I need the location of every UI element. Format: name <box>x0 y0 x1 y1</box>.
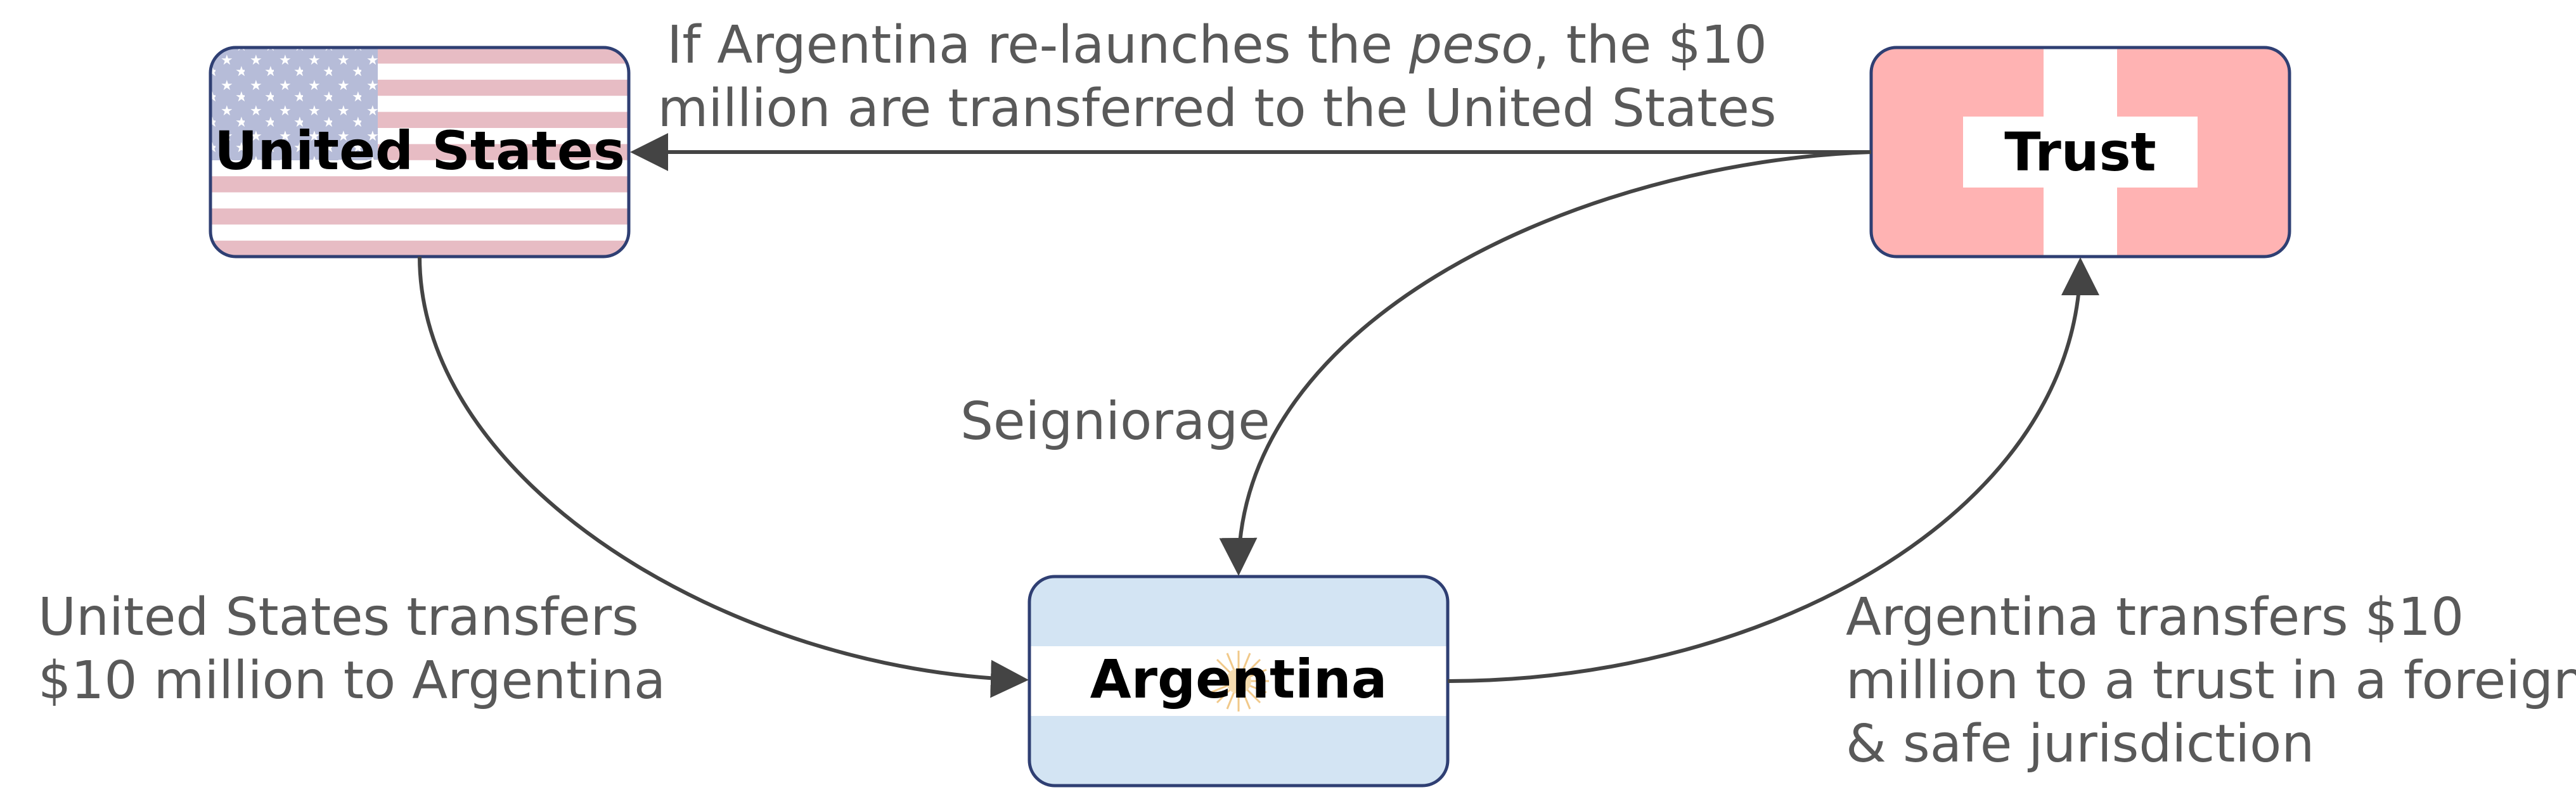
argentina-to-trust-label: Argentina transfers $10 million to a tru… <box>1846 586 2576 776</box>
trust-to-us-label-line1: If Argentina re-launches the peso, the $… <box>647 14 1787 77</box>
us-to-argentina-label-line1: United States transfers <box>38 587 639 648</box>
trust-node <box>1869 46 2291 258</box>
argentina-label: Argentina <box>1090 648 1388 710</box>
argentina-to-trust-label-line2: million to a trust in a foreign <box>1846 651 2576 711</box>
united-states-node <box>209 46 631 258</box>
trust-flag-icon <box>1871 48 2289 257</box>
trust-label: Trust <box>2004 121 2156 183</box>
trust-to-us-label-text-b: , the $10 <box>1533 15 1767 75</box>
arrow-us-to-argentina <box>418 256 1029 698</box>
trust-to-us-label-line2: million are transferred to the United St… <box>657 79 1777 139</box>
argentina-node <box>1027 575 1450 788</box>
trust-to-us-label: If Argentina re-launches the peso, the $… <box>647 14 1787 141</box>
us-flag-icon <box>210 48 629 257</box>
seigniorage-label: Seigniorage <box>960 392 1270 452</box>
argentina-to-trust-label-line1: Argentina transfers $10 <box>1846 587 2464 648</box>
us-to-argentina-label-line2: $10 million to Argentina <box>38 651 666 711</box>
arrow-trust-to-argentina <box>1219 150 1872 576</box>
argentina-to-trust-label-line3: & safe jurisdiction <box>1846 714 2315 774</box>
trust-to-us-label-text-a: If Argentina re-launches the <box>667 15 1410 75</box>
united-states-label: United States <box>214 120 625 182</box>
arrow-argentina-to-trust <box>1447 257 2099 683</box>
us-to-argentina-label: United States transfers $10 million to A… <box>38 586 666 713</box>
peso-italic-text: peso <box>1409 15 1533 75</box>
argentina-flag-icon <box>1029 577 1448 786</box>
